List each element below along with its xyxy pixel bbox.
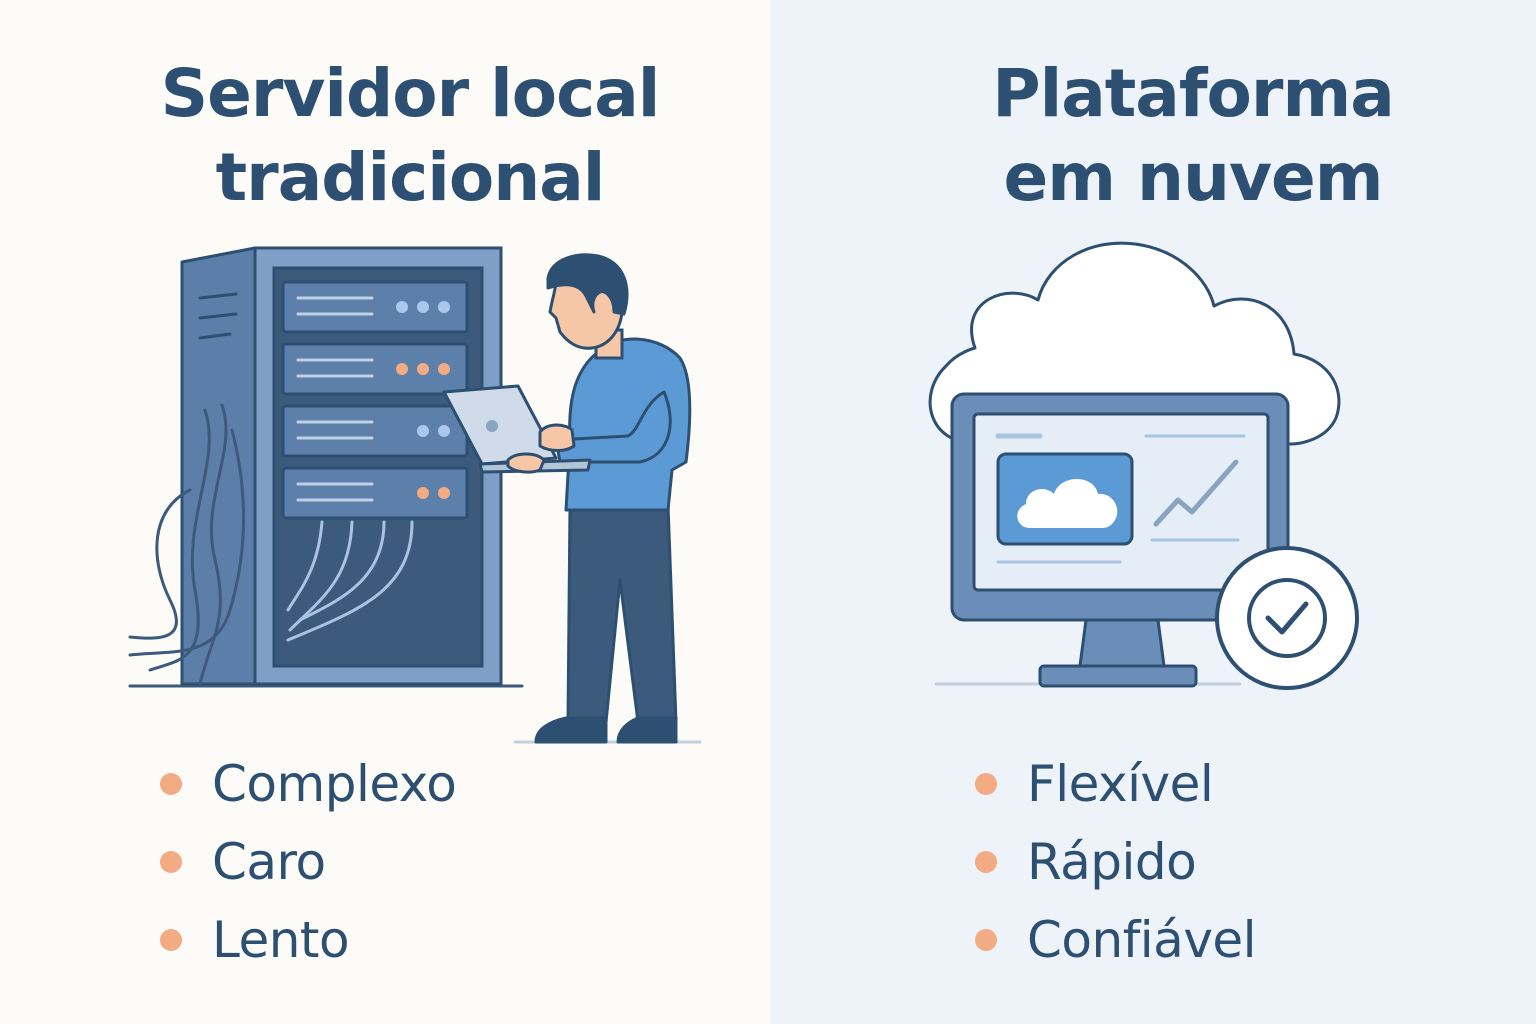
list-item: Flexível — [975, 745, 1256, 823]
list-item: Complexo — [160, 745, 457, 823]
bullet-dot-icon — [975, 851, 997, 873]
list-item-label: Lento — [212, 911, 350, 969]
right-title: Plataforma em nuvem — [810, 52, 1536, 220]
list-item: Lento — [160, 901, 456, 979]
check-badge-icon — [1215, 546, 1359, 690]
server-unit — [281, 404, 469, 458]
list-item: Confiável — [975, 901, 1257, 979]
right-title-line-2: em nuvem — [1003, 139, 1383, 216]
left-title: Servidor local tradicional — [0, 52, 830, 220]
side-cables — [128, 403, 245, 686]
list-item-label: Rápido — [1027, 833, 1197, 891]
bullet-dot-icon — [160, 773, 182, 795]
list-item-label: Complexo — [212, 755, 457, 813]
person-legs — [566, 503, 678, 724]
list-item-label: Flexível — [1027, 755, 1214, 813]
left-title-line-2: tradicional — [215, 139, 606, 216]
server-unit — [281, 342, 469, 396]
list-item-label: Caro — [212, 833, 326, 891]
right-title-line-1: Plataforma — [992, 55, 1395, 132]
list-item-label: Confiável — [1027, 911, 1257, 969]
rack-cables — [286, 520, 414, 642]
bullet-dot-icon — [160, 929, 182, 951]
bullet-dot-icon — [160, 851, 182, 873]
trend-line-icon — [1153, 459, 1239, 527]
right-panel: Plataforma em nuvem Flexível — [770, 0, 1536, 1024]
bullet-dot-icon — [975, 773, 997, 795]
server-rack-illustration — [128, 246, 702, 744]
bullet-dot-icon — [975, 929, 997, 951]
screen-cloud-icon — [1017, 479, 1118, 528]
left-panel: Servidor local tradicional — [128, 55, 702, 979]
person-torso — [564, 337, 692, 512]
list-item: Rápido — [975, 823, 1256, 901]
left-title-line-1: Servidor local — [160, 55, 661, 132]
person-hair — [546, 253, 629, 316]
server-unit — [281, 280, 469, 334]
server-unit — [281, 466, 469, 520]
left-bullet-list: Complexo Caro Lento — [160, 745, 457, 979]
list-item: Caro — [160, 823, 456, 901]
cloud-monitor-illustration — [928, 241, 1359, 690]
right-bullet-list: Flexível Rápido Confiável — [975, 745, 1257, 979]
